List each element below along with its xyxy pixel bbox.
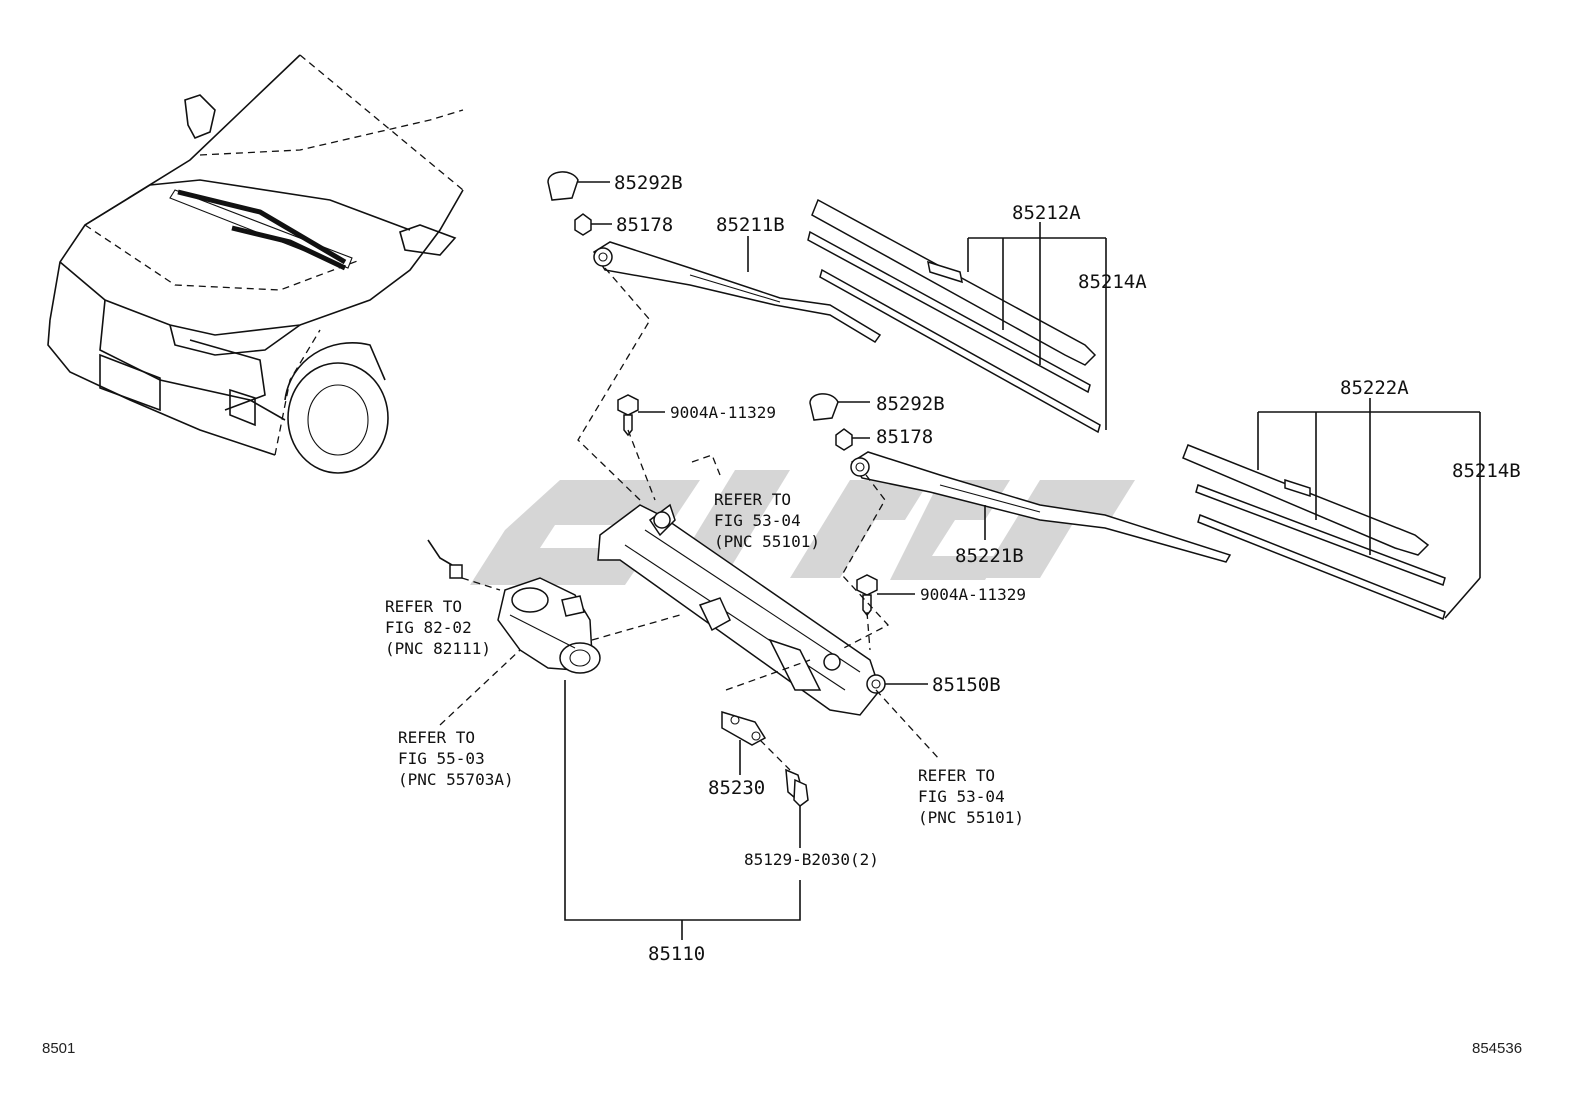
svg-text:(PNC 82111): (PNC 82111) <box>385 639 491 658</box>
label-85221B: 85221B <box>955 545 1024 567</box>
label-85292B-mid: 85292B <box>876 393 945 415</box>
bolt-icon <box>856 574 878 617</box>
dashed-guides <box>439 267 941 771</box>
label-85150B: 85150B <box>932 674 1001 696</box>
svg-text:REFER TO: REFER TO <box>385 597 462 616</box>
label-85110: 85110 <box>648 943 705 965</box>
connector-icon <box>427 539 463 579</box>
cap-icon <box>809 393 839 421</box>
wiper-blade-left <box>807 198 1101 434</box>
label-85214A: 85214A <box>1078 271 1147 293</box>
svg-text:FIG 55-03: FIG 55-03 <box>398 749 485 768</box>
svg-text:REFER TO: REFER TO <box>918 766 995 785</box>
svg-text:FIG 53-04: FIG 53-04 <box>714 511 801 530</box>
svg-text:REFER TO: REFER TO <box>714 490 791 509</box>
refer-note-fig-53-04-bottom: REFER TO FIG 53-04 (PNC 55101) <box>918 766 1024 827</box>
wiper-blade-right <box>1182 444 1446 621</box>
label-85292B-top: 85292B <box>614 172 683 194</box>
label-85212A: 85212A <box>1012 202 1081 224</box>
figure-number: 8501 <box>42 1040 75 1057</box>
wiper-arm-left <box>592 241 882 343</box>
screw-icon <box>785 768 809 807</box>
refer-note-fig-55-03: REFER TO FIG 55-03 (PNC 55703A) <box>398 728 514 789</box>
car-outline-icon <box>47 54 464 474</box>
label-9004A-mid: 9004A-11329 <box>920 585 1026 604</box>
bracket-icon <box>721 710 767 746</box>
label-85129: 85129-B2030(2) <box>744 850 879 869</box>
wiper-motor <box>497 577 601 674</box>
leader-lines <box>564 181 1481 940</box>
nut-icon <box>574 213 592 236</box>
refer-note-fig-82-02: REFER TO FIG 82-02 (PNC 82111) <box>385 597 491 658</box>
svg-text:FIG 53-04: FIG 53-04 <box>918 787 1005 806</box>
label-85222A: 85222A <box>1340 377 1409 399</box>
svg-text:REFER TO: REFER TO <box>398 728 475 747</box>
wiper-linkage-assembly <box>597 503 886 716</box>
label-85178-top: 85178 <box>616 214 673 236</box>
svg-text:(PNC 55101): (PNC 55101) <box>918 808 1024 827</box>
bolt-icon <box>617 394 639 437</box>
label-85214B: 85214B <box>1452 460 1521 482</box>
cap-icon <box>547 171 579 201</box>
nut-icon <box>835 428 853 451</box>
wiper-arm-right <box>850 451 1232 563</box>
label-85211B: 85211B <box>716 214 785 236</box>
illustration-number: 854536 <box>1472 1040 1522 1057</box>
label-85178-mid: 85178 <box>876 426 933 448</box>
watermark-logo-icon <box>470 470 1135 585</box>
svg-text:(PNC 55703A): (PNC 55703A) <box>398 770 514 789</box>
label-85230: 85230 <box>708 777 765 799</box>
svg-text:(PNC 55101): (PNC 55101) <box>714 532 820 551</box>
svg-text:FIG 82-02: FIG 82-02 <box>385 618 472 637</box>
label-9004A-top: 9004A-11329 <box>670 403 776 422</box>
refer-note-fig-53-04-top: REFER TO FIG 53-04 (PNC 55101) <box>714 490 820 551</box>
